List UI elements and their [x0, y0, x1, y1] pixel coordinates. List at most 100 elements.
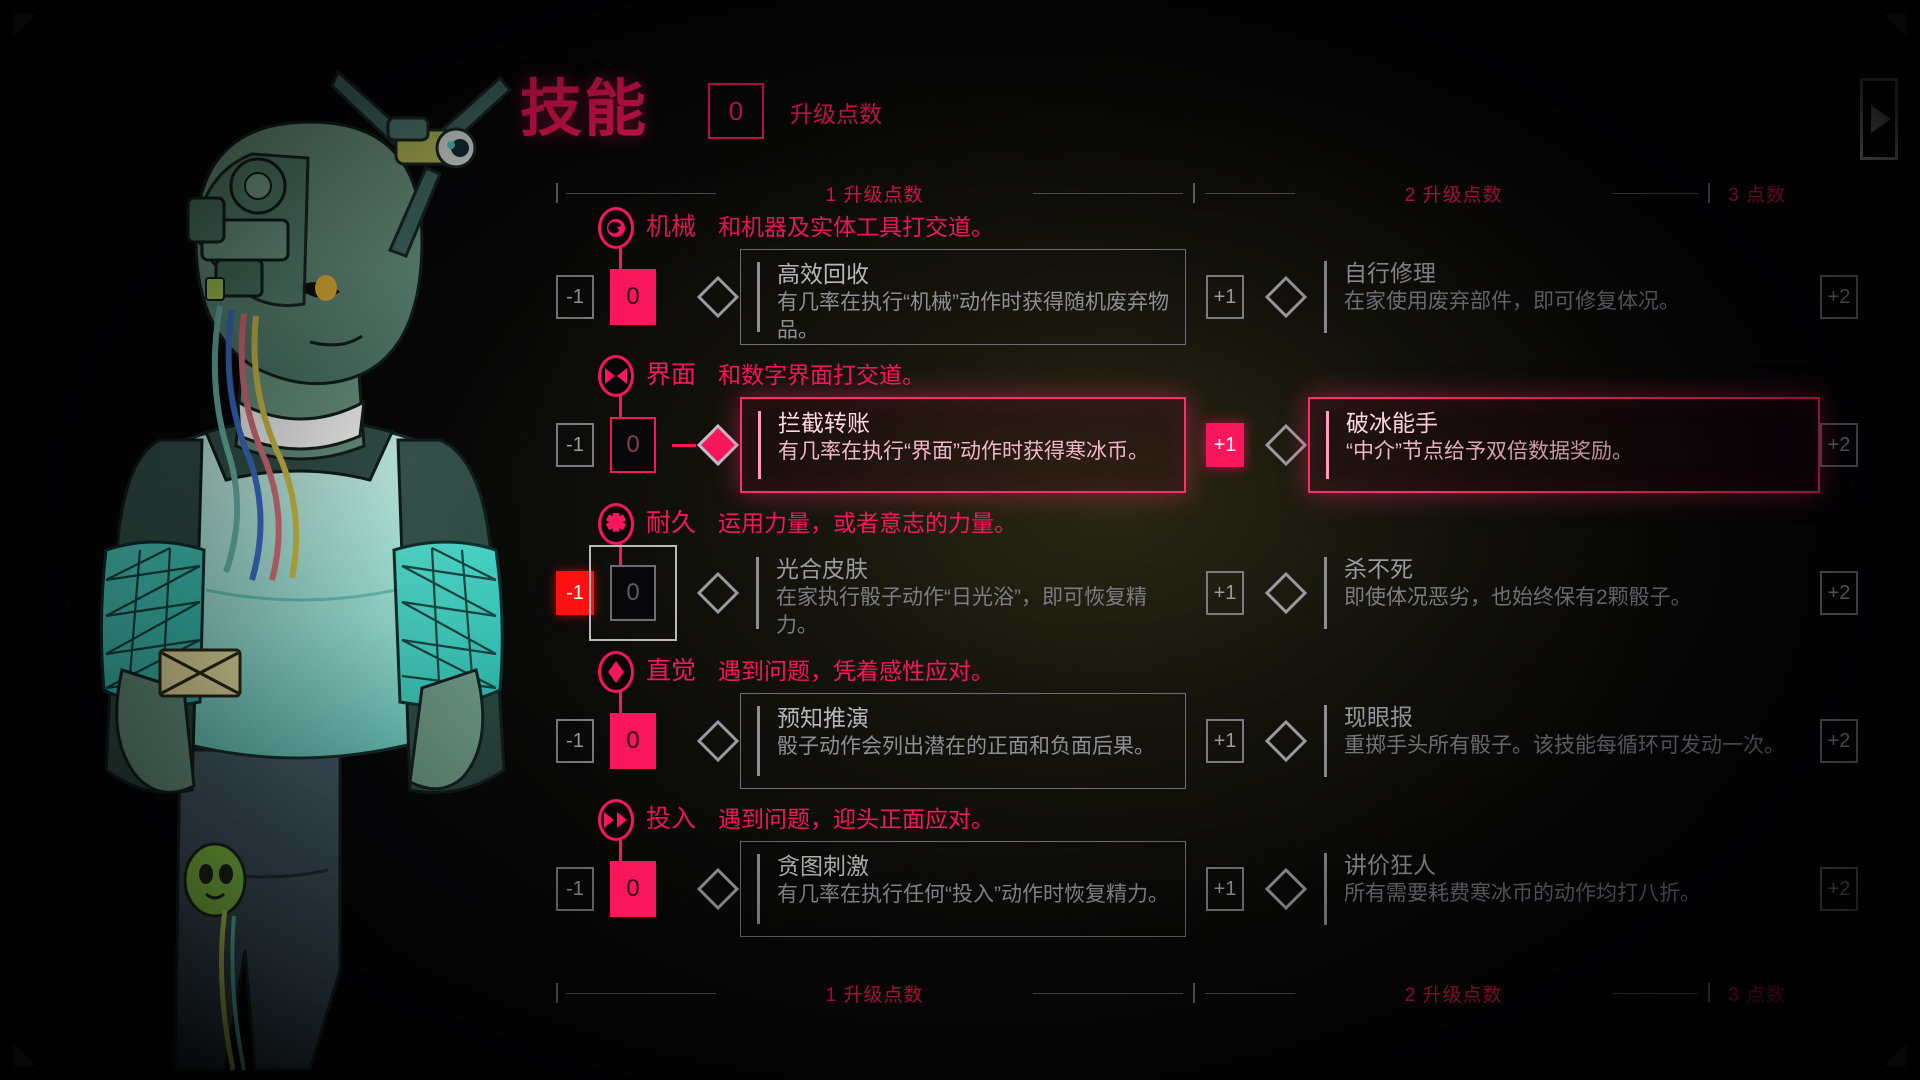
skill-value-wrap[interactable]: 0 — [594, 269, 672, 325]
increment-tier1-button[interactable]: +1 — [1206, 275, 1244, 319]
perk-card-tier1[interactable]: 拦截转账有几率在执行“界面”动作时获得寒冰币。 — [740, 397, 1186, 493]
perk-accent-bar — [1324, 557, 1327, 629]
skill-value-wrap[interactable]: 0 — [594, 417, 672, 473]
skill-body: -1 0 高效回收有几率在执行“机械”动作时获得随机废弃物品。 +1 自行修理在家使用废… — [556, 229, 1858, 349]
skill-value: 0 — [610, 565, 656, 621]
perk-description: 即使体况恶劣，也始终保有2颗骰子。 — [1344, 586, 1692, 610]
increment-tier2-button[interactable]: +2 — [1820, 571, 1858, 615]
decrement-button[interactable]: -1 — [556, 275, 594, 319]
corner-bracket-bottom-right — [1884, 1044, 1906, 1066]
perk-card-tier1[interactable]: 预知推演骰子动作会列出潜在的正面和负面后果。 — [740, 693, 1186, 789]
increment-tier1-button[interactable]: +1 — [1206, 571, 1244, 615]
skill-value-wrap[interactable]: 0 — [589, 545, 677, 641]
decrement-button[interactable]: -1 — [556, 719, 594, 763]
tier3-label-bottom: 3 点数 — [1728, 984, 1787, 1006]
perk-card-tier2[interactable]: 自行修理在家使用废弃部件，即可修复体况。 — [1308, 249, 1820, 345]
diamond-intuition-icon — [598, 651, 634, 693]
tier2-label: 2 升级点数 — [1404, 184, 1503, 206]
perk-description: 有几率在执行任何“投入”动作时恢复精力。 — [777, 883, 1169, 907]
skill-body: -1 0 预知推演骰子动作会列出潜在的正面和负面后果。 +1 现眼报重掷手头所有骰子。该… — [556, 673, 1858, 793]
perk-description: 重掷手头所有骰子。该技能每循环可发动一次。 — [1344, 734, 1785, 758]
perk-connector — [672, 888, 696, 891]
perk-diamond-tier2[interactable] — [1264, 275, 1308, 319]
perk-diamond-tier2[interactable] — [1264, 571, 1308, 615]
perk-title: 杀不死 — [1344, 556, 1413, 582]
perk-diamond-tier2[interactable] — [1264, 867, 1308, 911]
perk-title: 讲价狂人 — [1344, 852, 1436, 878]
perk-accent-bar — [1324, 853, 1327, 925]
perk-diamond-tier1[interactable] — [696, 275, 740, 319]
tier-rule — [1033, 992, 1184, 994]
drone-companion — [330, 60, 520, 265]
perk-accent-bar — [757, 706, 760, 776]
decrement-button[interactable]: -1 — [556, 867, 594, 911]
perk-diamond-tier2[interactable] — [1264, 719, 1308, 763]
upgrade-points-label: 升级点数 — [790, 101, 883, 127]
play-triangle-icon — [1871, 105, 1891, 133]
perk-diamond-tier1[interactable] — [696, 571, 740, 615]
title-row: 技能 0 升级点数 — [520, 78, 882, 140]
skill-description: 遇到问题，迎头正面应对。 — [718, 806, 995, 832]
skill-name: 投入 — [646, 805, 697, 833]
skill-value: 0 — [610, 713, 656, 769]
skill-header: 界面和数字界面打交道。 — [556, 353, 1796, 397]
skill-value: 0 — [610, 417, 656, 473]
tier-tick — [1708, 183, 1711, 203]
increment-tier2-button[interactable]: +2 — [1820, 719, 1858, 763]
skill-header: 投入遇到问题，迎头正面应对。 — [556, 797, 1796, 841]
decrement-button[interactable]: -1 — [556, 423, 594, 467]
perk-diamond-tier1[interactable] — [696, 867, 740, 911]
perk-card-tier2[interactable]: 杀不死即使体况恶劣，也始终保有2颗骰子。 — [1308, 545, 1820, 641]
tier-rule — [566, 192, 716, 194]
tier-rule — [1205, 992, 1296, 994]
tier-header-top: 1 升级点数 2 升级点数 3 点数 — [556, 180, 1786, 206]
skill-row: 直觉遇到问题，凭着感性应对。 -1 0 预知推演骰子动作会列出潜在的正面和负面后果。 +… — [556, 649, 1858, 793]
increment-tier1-button[interactable]: +1 — [1206, 867, 1244, 911]
increment-tier2-button[interactable]: +2 — [1820, 275, 1858, 319]
skill-value-wrap[interactable]: 0 — [594, 861, 672, 917]
perk-diamond-tier1[interactable] — [696, 423, 740, 467]
perk-title: 拦截转账 — [778, 410, 870, 436]
perk-diamond-tier2[interactable] — [1264, 423, 1308, 467]
perk-accent-bar — [1326, 411, 1329, 479]
skill-name: 耐久 — [646, 509, 697, 537]
tier1-label: 1 升级点数 — [825, 184, 924, 206]
corner-bracket-top-right — [1884, 14, 1906, 36]
skill-header: 直觉遇到问题，凭着感性应对。 — [556, 649, 1796, 693]
perk-card-tier2[interactable]: 讲价狂人所有需要耗费寒冰币的动作均打八折。 — [1308, 841, 1820, 937]
perk-accent-bar — [756, 557, 759, 629]
increment-tier1-button[interactable]: +1 — [1206, 423, 1244, 467]
page-title: 技能 — [520, 72, 649, 145]
upgrade-points-value: 0 — [708, 83, 765, 139]
skill-row: 界面和数字界面打交道。 -1 0 拦截转账有几率在执行“界面”动作时获得寒冰币。 +1 破… — [556, 353, 1858, 497]
perk-card-tier1[interactable]: 光合皮肤在家执行骰子动作“日光浴”，即可恢复精力。 — [740, 545, 1186, 641]
perk-card-tier2[interactable]: 现眼报重掷手头所有骰子。该技能每循环可发动一次。 — [1308, 693, 1820, 789]
perk-title: 预知推演 — [777, 705, 869, 731]
increment-tier1-button[interactable]: +1 — [1206, 719, 1244, 763]
perk-card-tier1[interactable]: 贪图刺激有几率在执行任何“投入”动作时恢复精力。 — [740, 841, 1186, 937]
skill-description: 遇到问题，凭着感性应对。 — [718, 658, 995, 684]
increment-tier2-button[interactable]: +2 — [1820, 423, 1858, 467]
tier1-label-bottom: 1 升级点数 — [825, 984, 924, 1006]
tier-header-bottom: 1 升级点数 2 升级点数 3 点数 — [556, 980, 1786, 1006]
skill-header: 机械和机器及实体工具打交道。 — [556, 205, 1796, 249]
skill-value: 0 — [610, 269, 656, 325]
perk-card-tier1[interactable]: 高效回收有几率在执行“机械”动作时获得随机废弃物品。 — [740, 249, 1186, 345]
skill-value-wrap[interactable]: 0 — [594, 713, 672, 769]
perk-accent-bar — [1324, 705, 1327, 777]
perk-accent-bar — [758, 411, 761, 479]
next-page-button[interactable] — [1860, 78, 1898, 160]
corner-bracket-top-left — [14, 14, 36, 36]
perk-title: 高效回收 — [777, 261, 869, 287]
tier-tick — [556, 983, 558, 1003]
skill-header: 耐久运用力量，或者意志的力量。 — [556, 501, 1796, 545]
perk-diamond-tier1[interactable] — [696, 719, 740, 763]
perk-description: 在家使用废弃部件，即可修复体况。 — [1344, 290, 1680, 314]
perk-connector — [672, 443, 696, 447]
skill-body: -1 0 拦截转账有几率在执行“界面”动作时获得寒冰币。 +1 破冰能手“中介”节点给予… — [556, 377, 1858, 497]
increment-tier2-button[interactable]: +2 — [1820, 867, 1858, 911]
tier-rule — [1612, 992, 1699, 994]
perk-card-tier2[interactable]: 破冰能手“中介”节点给予双倍数据奖励。 — [1308, 397, 1820, 493]
